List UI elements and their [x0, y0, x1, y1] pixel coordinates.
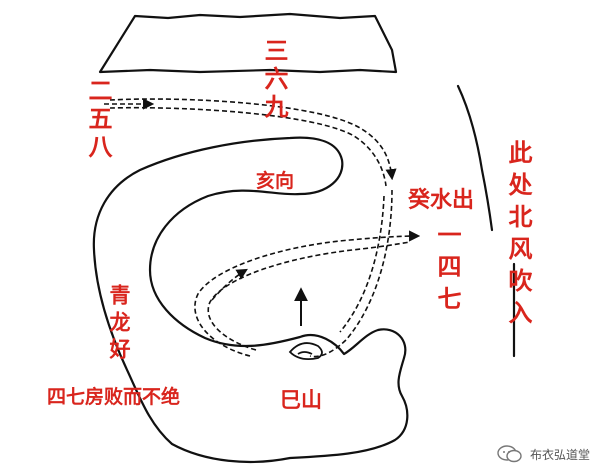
wechat-icon: [497, 445, 522, 463]
exit-flow-path-upper: [194, 230, 421, 357]
mountain-peak-mark: [288, 342, 323, 361]
water-flow-path-upper: [109, 98, 397, 181]
exit-flow-path-lower: [207, 241, 411, 351]
gui-water-label: 癸水出: [408, 188, 475, 213]
green-dragon-label: 青龙好: [107, 284, 131, 365]
dragon-ridge-outline: [92, 136, 409, 464]
numbers-147-label: 一四七: [433, 222, 461, 318]
ba-mountain-label: 巳山: [280, 388, 322, 412]
decline-label: 四七房败而不绝: [47, 386, 181, 408]
right-boundary-upper: [456, 84, 494, 232]
north-wind-label: 此处北风吹入: [504, 140, 532, 332]
hai-direction-label: 亥向: [256, 170, 295, 192]
inner-return-arrow: [211, 268, 248, 301]
inner-channel-inner: [339, 195, 385, 333]
watermark-text: 布衣弘道堂: [530, 447, 591, 462]
water-flow-path-lower: [109, 106, 387, 187]
left-numbers-label: 二五八: [84, 78, 112, 162]
inner-channel-outer: [309, 189, 393, 358]
watermark: 布衣弘道堂: [496, 444, 590, 464]
top-numbers-label: 三六九: [260, 38, 288, 122]
top-building-outline: [98, 12, 398, 74]
